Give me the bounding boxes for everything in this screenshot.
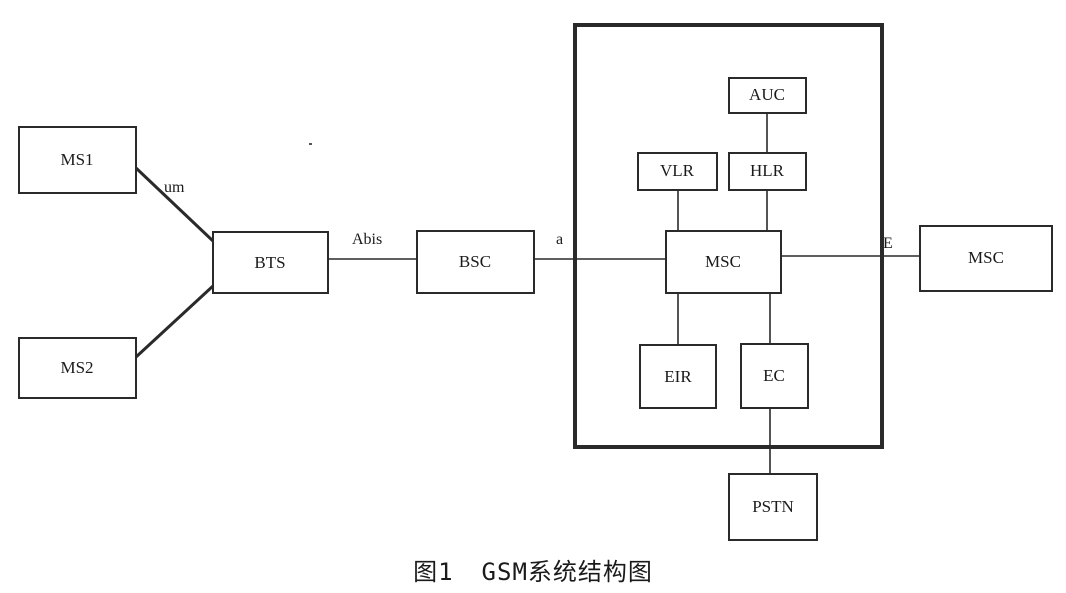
node-ms2: MS2 bbox=[18, 337, 137, 399]
node-ms1-label: MS1 bbox=[60, 150, 93, 169]
figure-caption: 图1 GSM系统结构图 bbox=[0, 552, 1066, 587]
interface-label-abis: Abis bbox=[352, 231, 382, 248]
node-msc: MSC bbox=[665, 230, 782, 294]
node-vlr: VLR bbox=[637, 152, 718, 191]
node-auc-label: AUC bbox=[749, 85, 785, 104]
node-ec-label: EC bbox=[763, 366, 785, 385]
node-msc-remote-label: MSC bbox=[968, 248, 1004, 267]
node-eir: EIR bbox=[639, 344, 717, 409]
network-subsystem-frame bbox=[573, 23, 884, 449]
interface-label-e: E bbox=[883, 235, 893, 252]
figure-title: GSM系统结构图 bbox=[481, 558, 653, 586]
node-bsc: BSC bbox=[416, 230, 535, 294]
edge-ms1-bts bbox=[134, 166, 215, 243]
node-bsc-label: BSC bbox=[459, 252, 491, 271]
node-hlr-label: HLR bbox=[750, 161, 785, 180]
node-ms1: MS1 bbox=[18, 126, 137, 194]
scan-speck bbox=[309, 143, 312, 145]
node-pstn: PSTN bbox=[728, 473, 818, 541]
edge-ms2-bts bbox=[134, 284, 215, 359]
node-auc: AUC bbox=[728, 77, 807, 114]
node-vlr-label: VLR bbox=[660, 161, 695, 180]
interface-label-um: um bbox=[164, 179, 185, 196]
node-ms2-label: MS2 bbox=[60, 358, 93, 377]
node-msc-label: MSC bbox=[705, 252, 741, 271]
node-bts: BTS bbox=[212, 231, 329, 294]
node-ec: EC bbox=[740, 343, 809, 409]
figure-number: 图1 bbox=[413, 558, 454, 586]
node-eir-label: EIR bbox=[664, 367, 692, 386]
interface-label-a: a bbox=[556, 231, 563, 248]
node-msc-remote: MSC bbox=[919, 225, 1053, 292]
node-bts-label: BTS bbox=[254, 253, 285, 272]
node-pstn-label: PSTN bbox=[752, 497, 794, 516]
node-hlr: HLR bbox=[728, 152, 807, 191]
